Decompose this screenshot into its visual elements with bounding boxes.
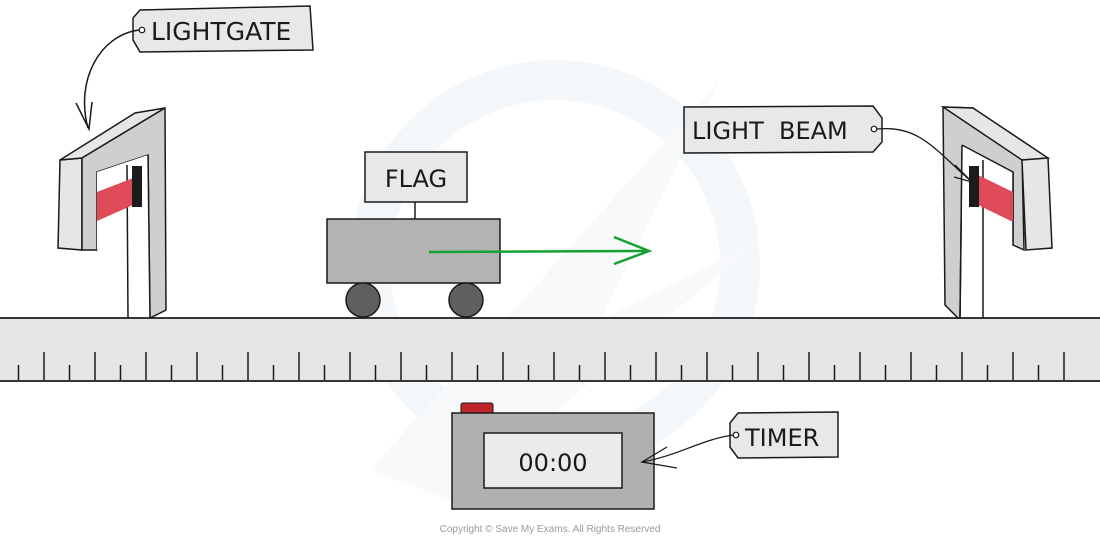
velocity-arrow [428, 235, 653, 266]
lightgate-left [57, 106, 167, 320]
timer-label: TIMER [744, 424, 819, 452]
track-ruler [0, 317, 1100, 382]
cart-wheel-front [345, 282, 381, 318]
light-beam-label: LIGHT BEAM [692, 117, 848, 145]
cart: FLAG [326, 151, 501, 318]
ruler-ticks [17, 352, 1065, 380]
light-beam-left [97, 178, 133, 221]
lightgate-right [940, 106, 1053, 319]
timer: 00:00 [451, 402, 655, 510]
sensor-right [969, 166, 979, 207]
copyright-text: Copyright © Save My Exams. All Rights Re… [440, 524, 661, 535]
timer-screen [483, 432, 623, 489]
cart-wheel-back [448, 282, 484, 318]
lightgate-label: LIGHTGATE [151, 17, 291, 46]
flag-box [364, 151, 468, 203]
light-beam-right [978, 175, 1013, 222]
timer-tag: TIMER [729, 411, 839, 459]
light-beam-pointer-arrow [876, 127, 975, 184]
lightgate-pointer-arrow [75, 29, 140, 132]
sensor-left [132, 166, 142, 207]
lightgate-tag: LIGHTGATE [132, 5, 314, 53]
timer-pointer-arrow [640, 434, 734, 469]
flag-label: FLAG [385, 165, 447, 193]
timer-display: 00:00 [518, 449, 587, 477]
light-beam-tag: LIGHT BEAM [683, 105, 883, 154]
